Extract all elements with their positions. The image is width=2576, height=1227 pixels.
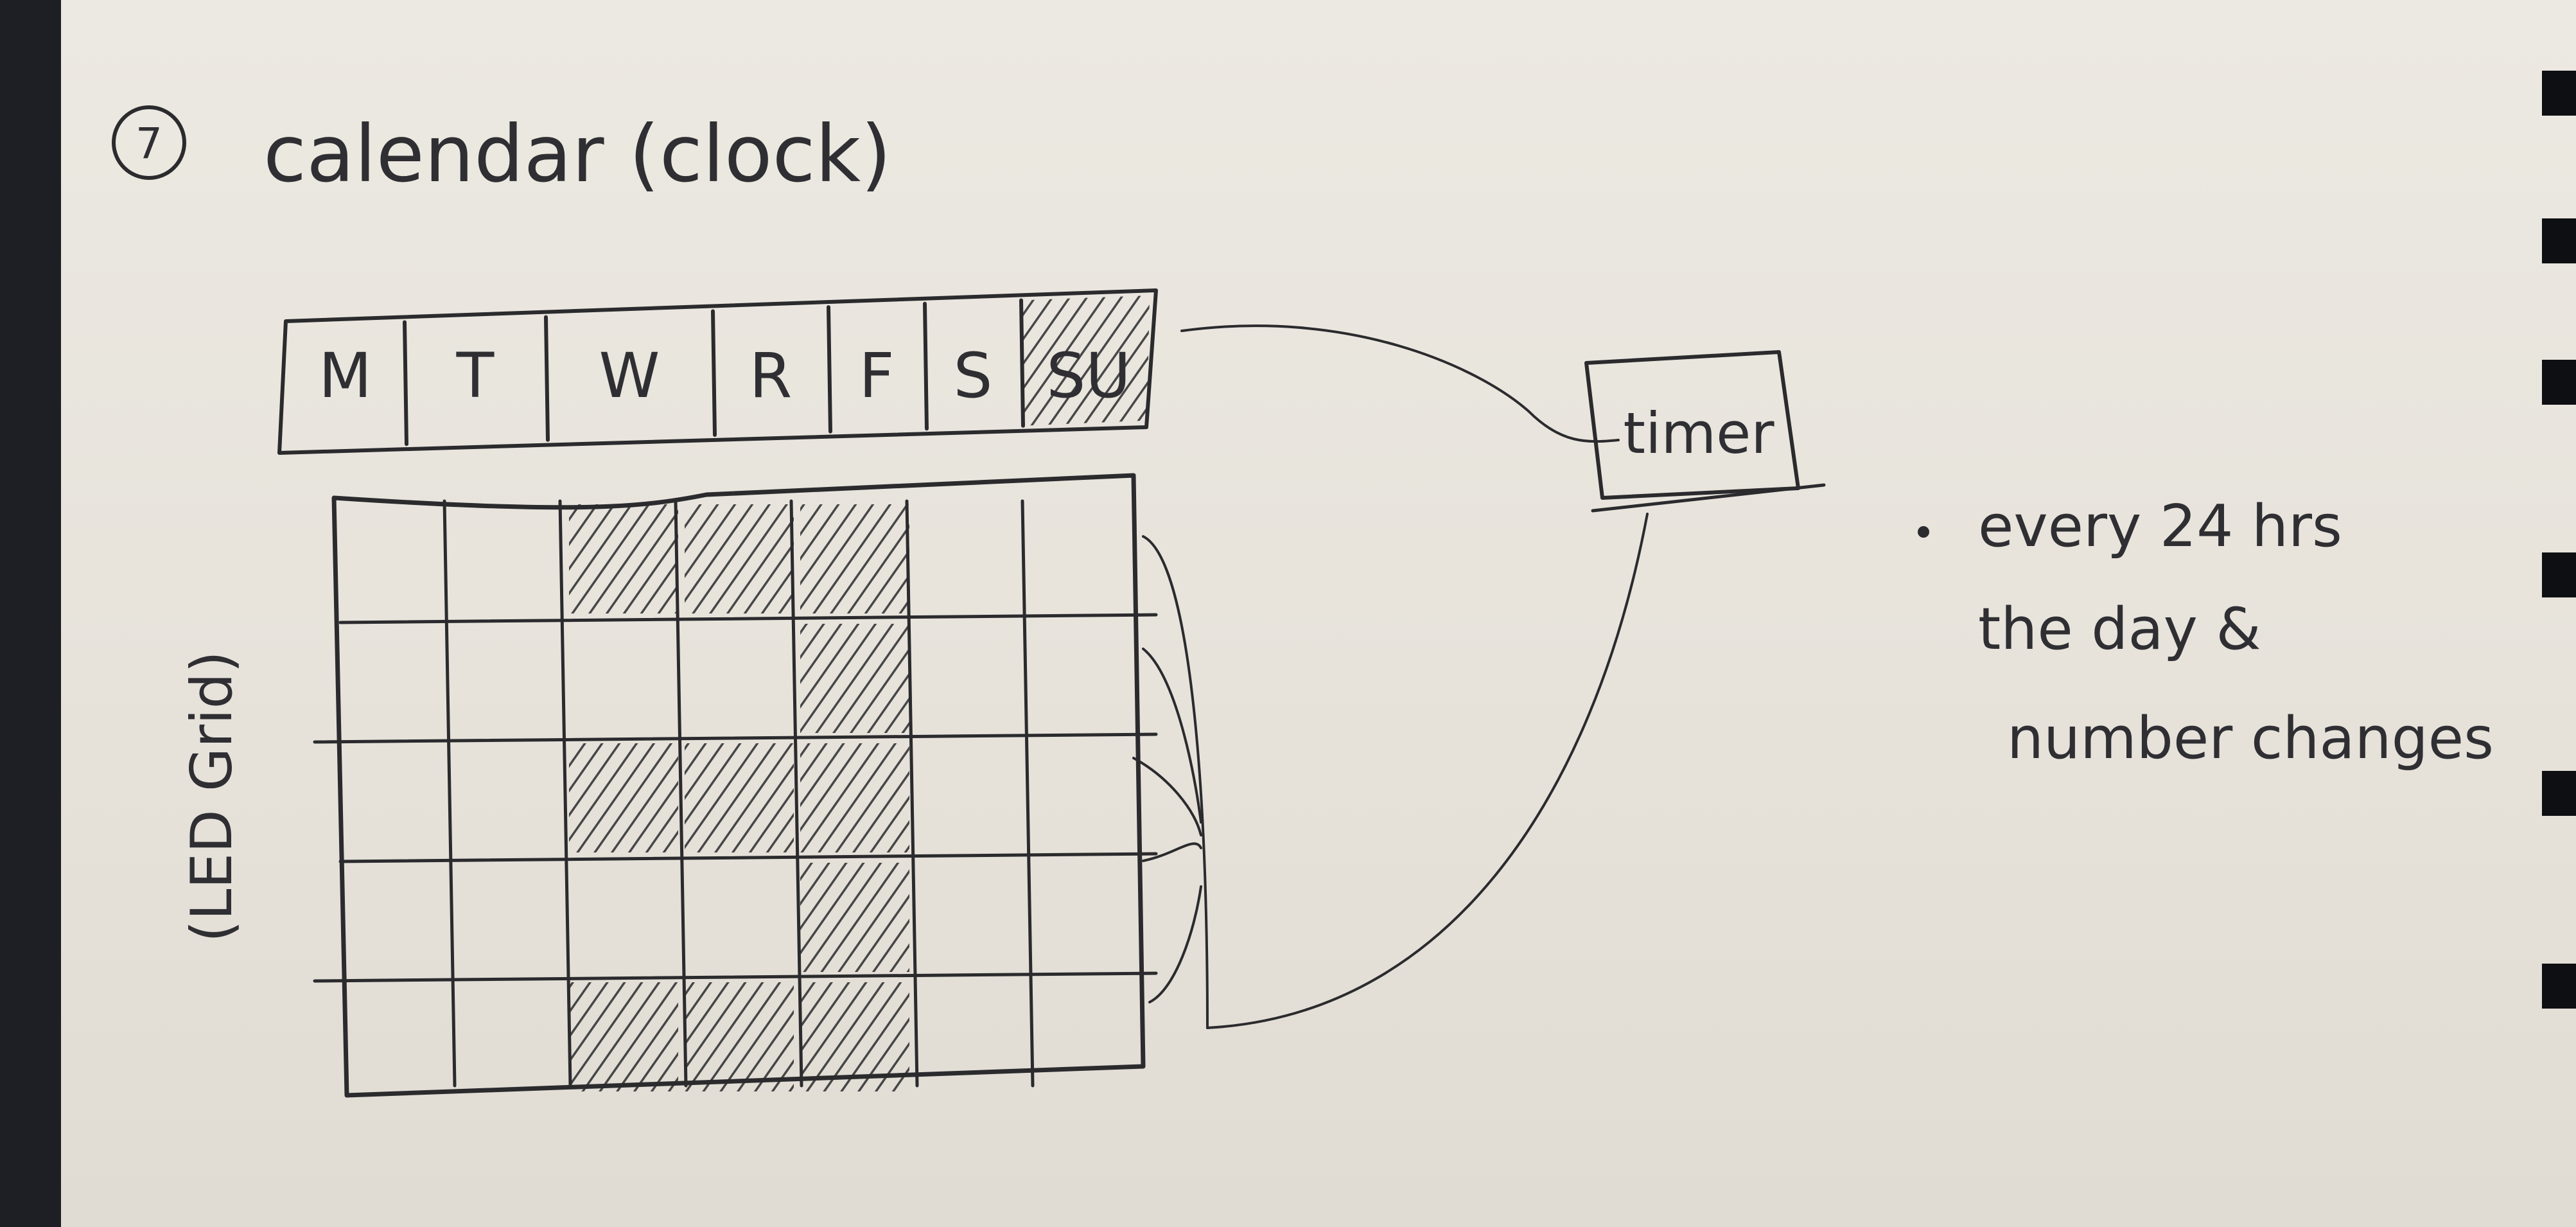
note-bullet	[1918, 526, 1929, 538]
led-cell-lit	[569, 982, 678, 1091]
day-divider	[403, 320, 408, 446]
led-grid-col-line	[558, 499, 572, 1088]
binding-hole	[2542, 771, 2576, 816]
led-grid-col-line	[789, 499, 803, 1088]
binding-hole	[2542, 552, 2576, 597]
day-label: M	[319, 340, 372, 412]
led-cell-lit	[685, 982, 794, 1091]
day-label: T	[456, 340, 495, 412]
day-divider	[711, 309, 717, 437]
led-cell-lit	[800, 624, 909, 733]
led-cell-lit	[800, 982, 909, 1091]
led-grid-col-line	[674, 499, 688, 1088]
binding-hole	[2542, 218, 2576, 263]
grid-wires	[1132, 535, 1209, 1029]
led-grid-col-line	[1021, 499, 1035, 1088]
led-cell-lit	[800, 743, 909, 852]
sketch-title: calendar (clock)	[263, 109, 891, 200]
led-grid-frame	[331, 473, 1146, 1098]
timer-label: timer	[1624, 400, 1775, 466]
day-cell-highlighted	[1021, 296, 1150, 426]
day-label: W	[599, 340, 660, 412]
led-grid-row-line	[313, 971, 1158, 983]
led-grid-col-line	[905, 499, 919, 1088]
led-grid	[313, 473, 1158, 1098]
timer-box-underline	[1591, 483, 1826, 513]
led-cell-lit	[569, 743, 678, 852]
day-divider	[827, 305, 832, 434]
led-grid-col-line	[442, 499, 457, 1088]
day-dividers	[403, 296, 1150, 446]
day-bar-frame	[277, 288, 1158, 455]
day-label: SU	[1046, 340, 1130, 412]
led-grid-row-line	[338, 613, 1158, 624]
led-grid-row-line	[313, 732, 1158, 744]
day-label: F	[859, 340, 894, 412]
note-line-3: number changes	[2007, 705, 2494, 772]
item-number-circle	[112, 105, 186, 180]
binding-hole	[2542, 964, 2576, 1009]
day-divider	[544, 315, 550, 442]
note-line-1: every 24 hrs	[1978, 493, 2342, 560]
binding-hole	[2542, 360, 2576, 405]
timer-to-grid-wire	[1206, 513, 1649, 1029]
led-cell-lit	[569, 504, 678, 614]
item-number: 7	[136, 119, 162, 168]
led-cell-lit	[800, 863, 909, 972]
notebook-page	[61, 0, 2576, 1227]
binding-hole	[2542, 71, 2576, 116]
led-grid-row-line	[338, 852, 1158, 863]
day-label: R	[749, 340, 793, 412]
led-cell-lit	[685, 504, 794, 614]
led-cell-lit	[685, 743, 794, 852]
led-cell-lit	[800, 504, 909, 614]
grid-label: (LED Grid)	[179, 651, 245, 942]
day-divider	[923, 301, 929, 431]
day-label: S	[954, 340, 993, 412]
note-line-2: the day &	[1978, 596, 2261, 663]
daybar-to-timer-wire	[1180, 324, 1620, 443]
